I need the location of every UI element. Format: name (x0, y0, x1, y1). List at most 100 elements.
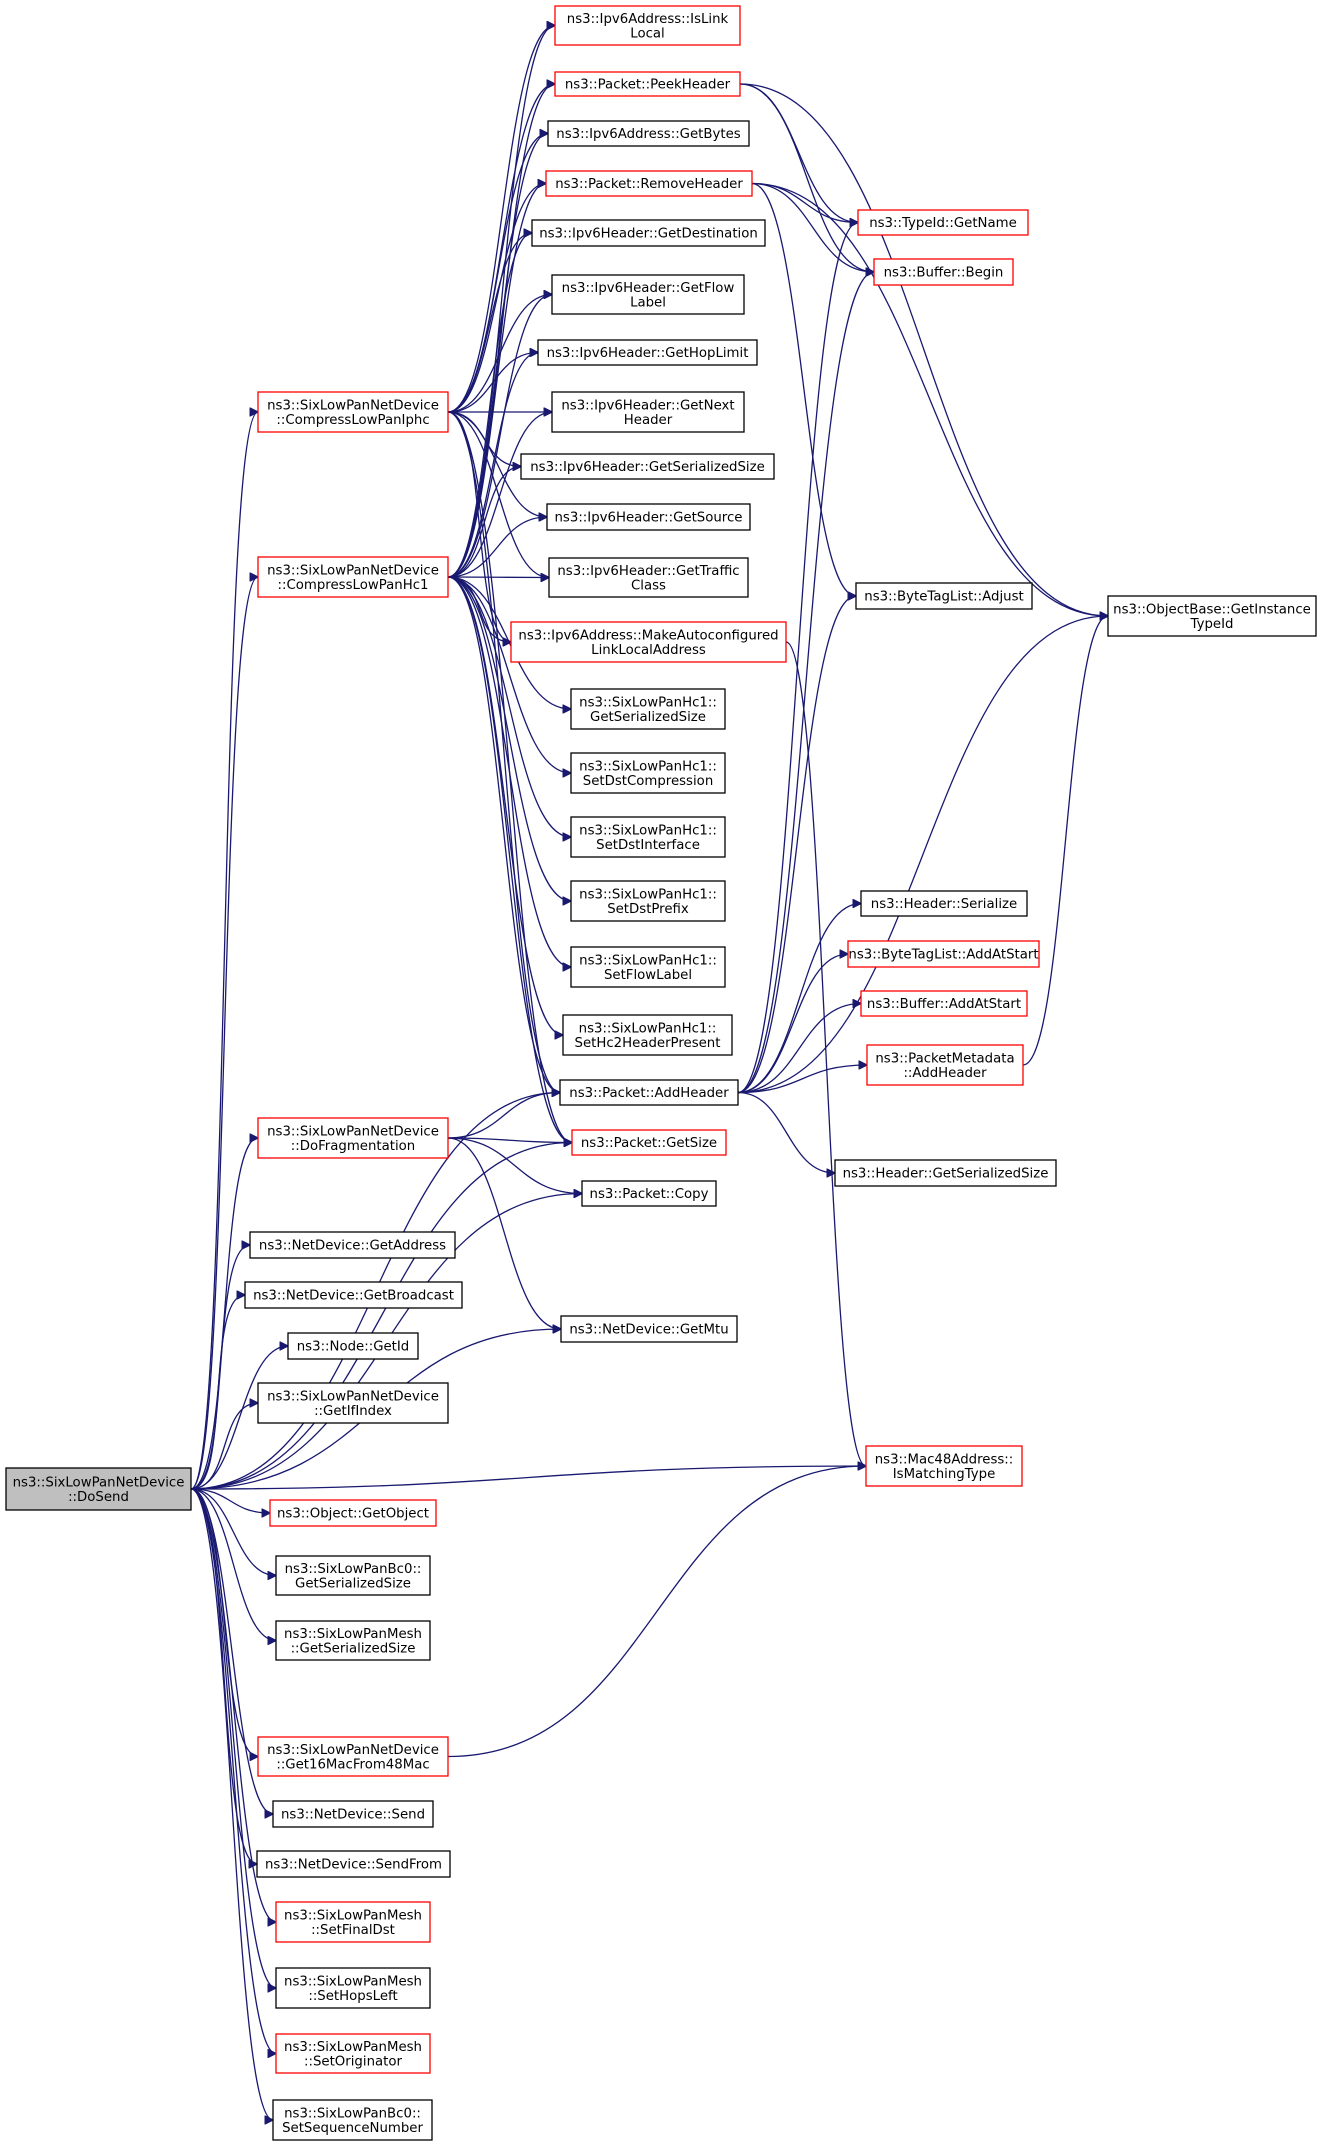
node-make-autoconfigured[interactable]: ns3::Ipv6Address::MakeAutoconfiguredLink… (510, 621, 787, 663)
node-get-broadcast[interactable]: ns3::NetDevice::GetBroadcast (244, 1281, 463, 1309)
node-box (581, 1180, 717, 1207)
node-label: ::CompressLowPanHc1 (278, 578, 429, 593)
node-box (256, 1850, 451, 1878)
node-set-final-dst[interactable]: ns3::SixLowPanMesh::SetFinalDst (275, 1901, 431, 1943)
edge-remove-header-to-byte-tag-list-adjust (751, 182, 856, 597)
node-box (570, 752, 726, 794)
node-label: ns3::SixLowPanHc1:: (579, 953, 717, 968)
node-box (570, 880, 726, 922)
node-header-serialize[interactable]: ns3::Header::Serialize (860, 890, 1028, 917)
node-byte-tag-list-add-at-start[interactable]: ns3::ByteTagList::AddAtStart (847, 940, 1040, 968)
node-set-dst-compression[interactable]: ns3::SixLowPanHc1::SetDstCompression (570, 752, 726, 794)
node-header-get-serialized-size[interactable]: ns3::Header::GetSerializedSize (834, 1159, 1057, 1187)
edge-do-fragmentation-to-packet-get-size (447, 1137, 572, 1143)
node-do-fragmentation[interactable]: ns3::SixLowPanNetDevice::DoFragmentation (257, 1117, 449, 1159)
edge-packet-metadata-add-header-to-get-instance-type-id (1022, 616, 1108, 1066)
node-get-if-index[interactable]: ns3::SixLowPanNetDevice::GetIfIndex (257, 1382, 449, 1424)
node-compress-low-pan-iphc[interactable]: ns3::SixLowPanNetDevice::CompressLowPanI… (257, 391, 449, 433)
node-get-object[interactable]: ns3::Object::GetObject (269, 1499, 437, 1527)
node-label: ns3::SixLowPanMesh (284, 2040, 422, 2055)
edge-compress-low-pan-hc1-to-packet-get-size (447, 576, 572, 1143)
node-peek-header[interactable]: ns3::Packet::PeekHeader (554, 71, 741, 97)
node-set-dst-prefix[interactable]: ns3::SixLowPanHc1::SetDstPrefix (570, 880, 726, 922)
node-get16-mac-from48-mac[interactable]: ns3::SixLowPanNetDevice::Get16MacFrom48M… (257, 1736, 449, 1777)
node-label: ::DoFragmentation (291, 1139, 415, 1154)
node-label: Label (630, 295, 666, 310)
edge-compress-low-pan-iphc-to-is-link-local (447, 26, 555, 413)
node-packet-get-size[interactable]: ns3::Packet::GetSize (571, 1129, 727, 1156)
node-label: ns3::ByteTagList::Adjust (864, 590, 1023, 605)
node-set-sequence-number[interactable]: ns3::SixLowPanBc0::SetSequenceNumber (272, 2099, 433, 2141)
edge-do-fragmentation-to-packet-copy (447, 1137, 582, 1194)
node-set-hc2-header-present[interactable]: ns3::SixLowPanHc1::SetHc2HeaderPresent (562, 1014, 733, 1056)
edge-packet-add-header-to-header-serialize (737, 904, 861, 1094)
node-label: ns3::Header::Serialize (871, 897, 1017, 912)
node-mesh-get-serialized-size[interactable]: ns3::SixLowPanMesh::GetSerializedSize (275, 1620, 431, 1661)
node-byte-tag-list-adjust[interactable]: ns3::ByteTagList::Adjust (855, 582, 1033, 610)
edge-do-send-to-set-final-dst (190, 1488, 276, 1922)
node-label: ns3::SixLowPanNetDevice (267, 1124, 439, 1139)
node-box (562, 1014, 733, 1056)
edge-do-send-to-compress-low-pan-iphc (190, 412, 258, 1490)
node-label: ns3::SixLowPanHc1:: (579, 887, 717, 902)
node-get-serialized-size-ipv6[interactable]: ns3::Ipv6Header::GetSerializedSize (520, 453, 775, 480)
node-box (554, 5, 741, 46)
node-box (272, 1800, 434, 1828)
node-label: ns3::NetDevice::GetAddress (259, 1239, 446, 1254)
node-remove-header[interactable]: ns3::Packet::RemoveHeader (545, 170, 753, 197)
node-box (865, 1445, 1023, 1487)
node-label: ns3::Ipv6Header::GetSerializedSize (530, 460, 765, 475)
node-bc0-get-serialized-size[interactable]: ns3::SixLowPanBc0::GetSerializedSize (275, 1555, 431, 1596)
node-get-mtu[interactable]: ns3::NetDevice::GetMtu (560, 1315, 738, 1343)
node-net-device-send-from[interactable]: ns3::NetDevice::SendFrom (256, 1850, 451, 1878)
node-set-dst-interface[interactable]: ns3::SixLowPanHc1::SetDstInterface (570, 816, 726, 858)
node-box (546, 503, 751, 531)
edge-compress-low-pan-iphc-to-get-traffic-class (447, 411, 549, 578)
node-hc1-get-serialized-size[interactable]: ns3::SixLowPanHc1::GetSerializedSize (570, 688, 726, 730)
node-label: SetDstCompression (583, 774, 714, 789)
edge-do-send-to-set-sequence-number (190, 1488, 273, 2120)
node-buffer-begin[interactable]: ns3::Buffer::Begin (873, 258, 1014, 286)
node-box (537, 339, 758, 366)
node-type-id-get-name[interactable]: ns3::TypeId::GetName (857, 209, 1029, 236)
node-get-source[interactable]: ns3::Ipv6Header::GetSource (546, 503, 751, 531)
edge-get16-mac-from48-mac-to-is-matching-type (447, 1466, 866, 1758)
node-box (1107, 595, 1317, 637)
node-label: ::AddHeader (903, 1066, 987, 1081)
node-label: ::SetHopsLeft (308, 1989, 397, 2004)
node-packet-metadata-add-header[interactable]: ns3::PacketMetadata::AddHeader (866, 1044, 1024, 1086)
node-get-hop-limit[interactable]: ns3::Ipv6Header::GetHopLimit (537, 339, 758, 366)
edge-packet-add-header-to-buffer-begin (737, 272, 874, 1094)
edge-compress-low-pan-hc1-to-set-dst-compression (447, 576, 571, 773)
node-box (275, 1967, 431, 2009)
node-get-destination[interactable]: ns3::Ipv6Header::GetDestination (531, 219, 766, 247)
node-box (275, 2033, 431, 2074)
node-box (257, 1117, 449, 1159)
node-node-get-id[interactable]: ns3::Node::GetId (287, 1332, 419, 1360)
node-box (531, 219, 766, 247)
node-buffer-add-at-start[interactable]: ns3::Buffer::AddAtStart (860, 990, 1028, 1017)
node-box (257, 556, 449, 598)
node-set-flow-label[interactable]: ns3::SixLowPanHc1::SetFlowLabel (570, 946, 726, 988)
node-is-matching-type[interactable]: ns3::Mac48Address::IsMatchingType (865, 1445, 1023, 1487)
edge-compress-low-pan-hc1-to-get-next-header (447, 412, 552, 578)
node-label: GetSerializedSize (590, 710, 706, 725)
node-label: SetDstPrefix (607, 902, 689, 917)
node-box (275, 1901, 431, 1943)
node-set-originator[interactable]: ns3::SixLowPanMesh::SetOriginator (275, 2033, 431, 2074)
node-packet-add-header[interactable]: ns3::Packet::AddHeader (559, 1079, 739, 1106)
node-compress-low-pan-hc1[interactable]: ns3::SixLowPanNetDevice::CompressLowPanH… (257, 556, 449, 598)
node-packet-copy[interactable]: ns3::Packet::Copy (581, 1180, 717, 1207)
node-set-hops-left[interactable]: ns3::SixLowPanMesh::SetHopsLeft (275, 1967, 431, 2009)
node-net-device-send[interactable]: ns3::NetDevice::Send (272, 1800, 434, 1828)
node-label: ns3::SixLowPanNetDevice (267, 398, 439, 413)
node-get-bytes[interactable]: ns3::Ipv6Address::GetBytes (547, 120, 750, 147)
node-label: ::GetSerializedSize (291, 1641, 416, 1656)
node-label: ns3::Packet::PeekHeader (565, 78, 731, 93)
node-get-address[interactable]: ns3::NetDevice::GetAddress (249, 1231, 456, 1259)
